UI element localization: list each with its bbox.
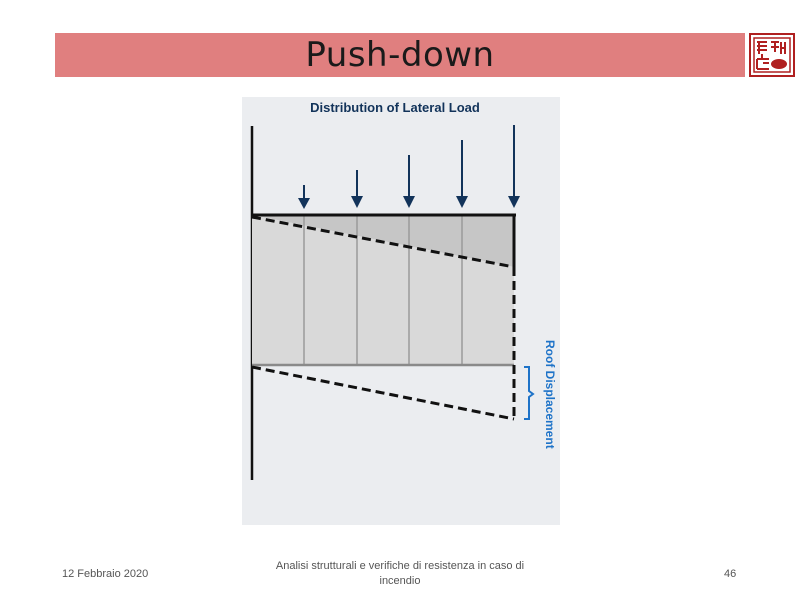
slide-title: Push-down: [305, 35, 495, 75]
footer-date: 12 Febbraio 2020: [62, 568, 149, 580]
column-lines: [303, 215, 463, 365]
load-arrow-4-head: [456, 196, 468, 208]
load-arrow-5-head: [508, 196, 520, 208]
page-number: 46: [724, 568, 737, 580]
load-arrows: [298, 125, 520, 209]
deformed-shape: [251, 215, 516, 421]
figure-heading: Distribution of Lateral Load: [310, 100, 480, 115]
lateral-load-figure: Distribution of Lateral Load: [242, 97, 560, 525]
roof-displacement-label: Roof Displacement: [543, 340, 557, 449]
load-arrow-1-head: [298, 198, 310, 209]
seal-logo-icon: [749, 33, 795, 77]
footer-subject: Analisi strutturali e verifiche di resis…: [275, 560, 525, 587]
displacement-bracket: [524, 366, 535, 420]
pushdown-diagram: Distribution of Lateral Load: [250, 100, 557, 480]
title-bar: Push-down: [55, 33, 745, 77]
shaded-area-lower: [252, 215, 514, 365]
load-arrow-3-head: [403, 196, 415, 208]
load-arrow-2-head: [351, 196, 363, 208]
